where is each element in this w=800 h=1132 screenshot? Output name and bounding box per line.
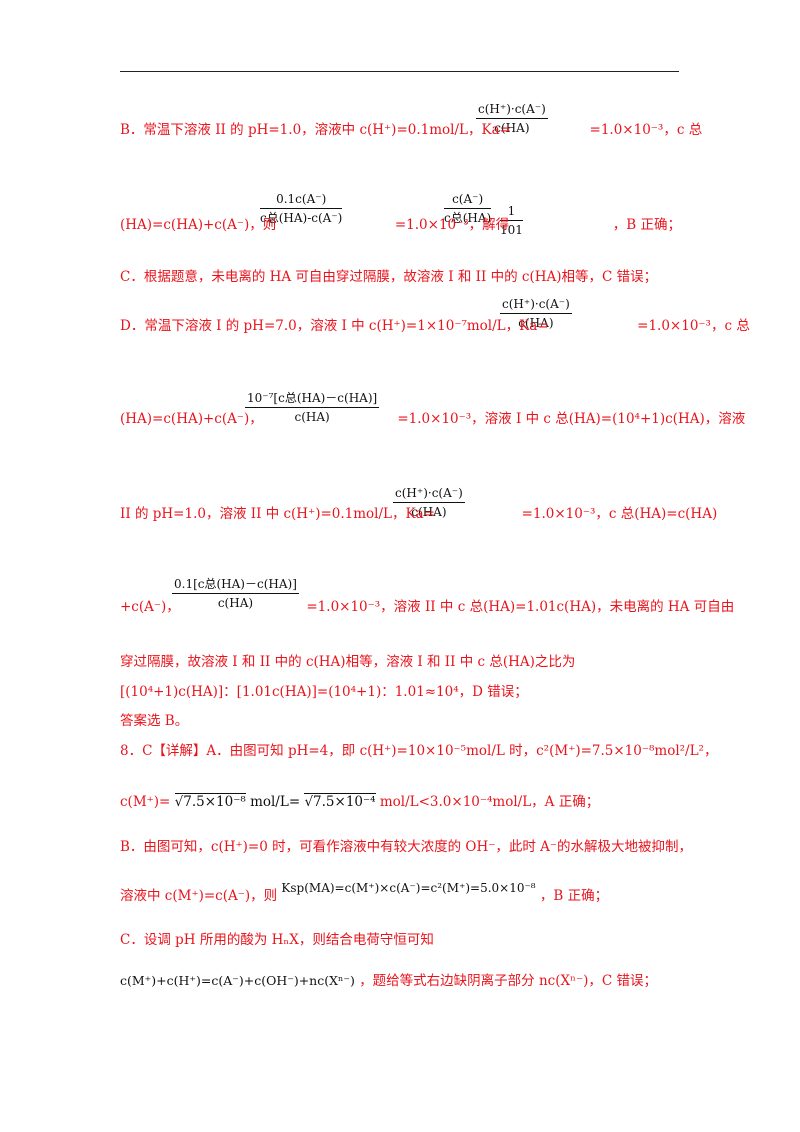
section-d-line4: +c(A⁻)， =1.0×10⁻³，溶液 II 中 c 总(HA)=1.01c(…	[120, 598, 734, 616]
q8-line4: 溶液中 c(M⁺)=c(A⁻)，则 Ksp(MA)=c(M⁺)×c(A⁻)=c²…	[120, 881, 609, 905]
q8-line6-b: ，题给等式右边缺阴离子部分 nc(Xⁿ⁻)，C 错误；	[359, 973, 657, 989]
q8-line1: 8．C【详解】A．由图可知 pH=4，即 c(H⁺)=10×10⁻⁵mol/L …	[120, 743, 718, 759]
fraction-b-2: 0.1c(A⁻) c总(HA)-c(A⁻)	[260, 192, 343, 225]
q8-line2-b: mol/L=	[250, 794, 301, 810]
fraction-d-2: 10⁻⁷[c总(HA)－c(HA)] c(HA)	[245, 391, 380, 424]
q8-line2-c: mol/L<3.0×10⁻⁴mol/L，A 正确；	[379, 794, 600, 810]
q8-line2: c(M⁺)= √7.5×10⁻⁸ mol/L= √7.5×10⁻⁴ mol/L<…	[120, 793, 599, 811]
section-d-line6: [(10⁴+1)c(HA)]：[1.01c(HA)]=(10⁴+1)：1.01≈…	[120, 684, 528, 700]
section-b-text: B．常温下溶液 II 的 pH=1.0，溶液中 c(H⁺)=0.1mol/L，K…	[120, 122, 511, 138]
charge-balance-formula: c(M⁺)+c(H⁺)=c(A⁻)+c(OH⁻)+nc(Xⁿ⁻)	[120, 973, 355, 988]
fraction-ka-d: c(H⁺)·c(A⁻) c(HA)	[500, 297, 572, 330]
section-c-line: C．根据题意，未电离的 HA 可自由穿过隔膜，故溶液 I 和 II 中的 c(H…	[120, 269, 658, 285]
fraction-b-4: 1 101	[500, 204, 523, 237]
section-d-line1: D．常温下溶液 I 的 pH=7.0，溶液 I 中 c(H⁺)=1×10⁻⁷mo…	[120, 317, 750, 335]
section-b-line2: (HA)=c(HA)+c(A⁻)，则 =1.0×10⁻³，解得 ，B 正确；	[120, 216, 681, 234]
q8-line4-b: ，B 正确；	[539, 888, 609, 904]
section-b-line2-b: =1.0×10⁻³，解得	[394, 217, 510, 233]
section-d-line4-a: +c(A⁻)，	[120, 599, 180, 615]
section-d-line1-text: D．常温下溶液 I 的 pH=7.0，溶液 I 中 c(H⁺)=1×10⁻⁷mo…	[120, 318, 549, 334]
section-d-line3-a: II 的 pH=1.0，溶液 II 中 c(H⁺)=0.1mol/L，Ka=	[120, 506, 435, 522]
section-d-line3: II 的 pH=1.0，溶液 II 中 c(H⁺)=0.1mol/L，Ka= =…	[120, 505, 717, 523]
q8-line2-a: c(M⁺)=	[120, 794, 171, 810]
fraction-ka-d2: c(H⁺)·c(A⁻) c(HA)	[393, 486, 465, 519]
header-rule	[120, 71, 679, 72]
q8-line3: B．由图可知，c(H⁺)=0 时，可看作溶液中有较大浓度的 OH⁻，此时 A⁻的…	[120, 839, 693, 855]
fraction-b-3: c(A⁻) c总(HA)	[444, 192, 492, 225]
ksp-formula: Ksp(MA)=c(M⁺)×c(A⁻)=c²(M⁺)=5.0×10⁻⁸	[281, 881, 536, 895]
section-d-line2-b: =1.0×10⁻³，溶液 I 中 c 总(HA)=(10⁴+1)c(HA)，溶液	[397, 411, 746, 427]
fraction-ka-b: c(H⁺)·c(A⁻) c(HA)	[476, 102, 548, 135]
section-d-line3-b: =1.0×10⁻³，c 总(HA)=c(HA)	[521, 506, 718, 522]
q8-line5: C．设调 pH 所用的酸为 HₙX，则结合电荷守恒可知	[120, 932, 434, 948]
sqrt-expression-1: √7.5×10⁻⁸	[174, 793, 246, 810]
section-d-line2: (HA)=c(HA)+c(A⁻)， =1.0×10⁻³，溶液 I 中 c 总(H…	[120, 410, 745, 428]
section-b-line2-c: ，B 正确；	[612, 217, 681, 233]
section-d-line5: 穿过隔膜，故溶液 I 和 II 中的 c(HA)相等，溶液 I 和 II 中 c…	[120, 654, 576, 670]
q8-line6: c(M⁺)+c(H⁺)=c(A⁻)+c(OH⁻)+nc(Xⁿ⁻) ，题给等式右边…	[120, 972, 657, 990]
sqrt-expression-2: √7.5×10⁻⁴	[304, 793, 376, 810]
fraction-d-4: 0.1[c总(HA)－c(HA)] c(HA)	[172, 577, 299, 610]
section-b-line1: B．常温下溶液 II 的 pH=1.0，溶液中 c(H⁺)=0.1mol/L，K…	[120, 121, 702, 139]
section-d-line1-tail: =1.0×10⁻³，c 总	[637, 318, 750, 334]
section-b-tail: =1.0×10⁻³，c 总	[589, 122, 703, 138]
section-d-line4-b: =1.0×10⁻³，溶液 II 中 c 总(HA)=1.01c(HA)，未电离的…	[306, 599, 735, 615]
section-d-line7: 答案选 B。	[120, 713, 189, 729]
section-b-line2-a: (HA)=c(HA)+c(A⁻)，则	[120, 217, 277, 233]
section-d-line2-a: (HA)=c(HA)+c(A⁻)，	[120, 411, 263, 427]
q8-line4-a: 溶液中 c(M⁺)=c(A⁻)，则	[120, 888, 278, 904]
